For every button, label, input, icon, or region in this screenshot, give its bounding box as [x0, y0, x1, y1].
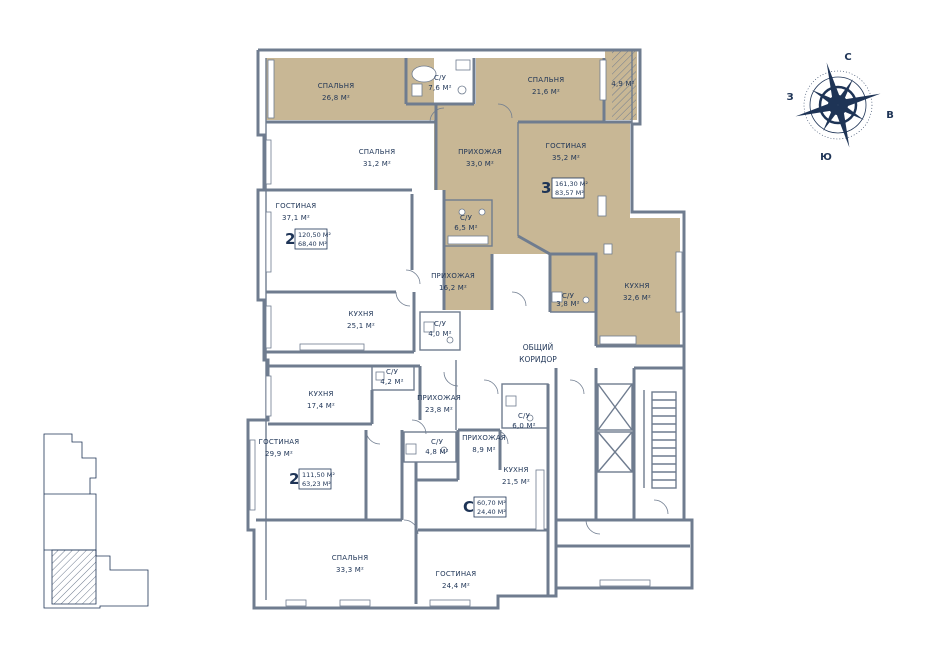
room-name: С/У [434, 320, 447, 328]
room-name: С/У [386, 368, 399, 376]
unit-rooms: 3 [541, 179, 551, 197]
key-plan [43, 433, 149, 609]
unit-living-area: 83,57 М² [555, 189, 584, 197]
room-area: 29,9 М² [265, 450, 293, 458]
room-area: 4,2 М² [380, 378, 403, 386]
room-name: ПРИХОЖАЯ [417, 394, 461, 402]
unit-badge-2b[interactable]: 2 111,50 М² 63,23 М² [289, 468, 335, 490]
room-area: 26,8 М² [322, 94, 350, 102]
room-area: 33,3 М² [336, 566, 364, 574]
unit-rooms: 2 [285, 230, 295, 248]
doors [365, 103, 669, 535]
compass-west: З [786, 92, 793, 103]
room-area: 17,4 М² [307, 402, 335, 410]
room-name: СПАЛЬНЯ [359, 148, 396, 156]
room-area: КОРИДОР [519, 355, 557, 364]
unit-living-area: 24,40 М² [477, 508, 506, 516]
windows [249, 59, 683, 607]
room-area: 6,5 М² [454, 224, 477, 232]
room-area: 7,6 М² [428, 84, 451, 92]
room-name: ГОСТИНАЯ [436, 570, 477, 578]
room-area: 32,6 М² [623, 294, 651, 302]
staircase [651, 391, 677, 489]
room-area: 25,1 М² [347, 322, 375, 330]
unit-badge-studio[interactable]: С 60,70 М² 24,40 М² [463, 496, 507, 518]
room-area: 31,2 М² [363, 160, 391, 168]
room-area: 23,8 М² [425, 406, 453, 414]
room-labels: СПАЛЬНЯ 26,8 М² С/У 7,6 М² СПАЛЬНЯ 21,6 … [259, 74, 651, 590]
room-name: ОБЩИЙ [523, 343, 553, 352]
room-area: 21,5 М² [502, 478, 530, 486]
unit-rooms: С [463, 498, 474, 516]
lift-shafts [597, 383, 633, 473]
fixtures [299, 59, 637, 531]
unit-living-area: 68,40 М² [298, 240, 327, 248]
room-area: 37,1 М² [282, 214, 310, 222]
compass-east: В [886, 110, 894, 121]
compass-north: С [844, 52, 851, 63]
unit-total-area: 60,70 М² [477, 499, 506, 507]
room-area: 3,8 М² [556, 300, 579, 308]
room-area: 24,4 М² [442, 582, 470, 590]
room-name: ГОСТИНАЯ [276, 202, 317, 210]
unit-living-area: 63,23 М² [302, 480, 331, 488]
room-name: С/У [431, 438, 444, 446]
unit-total-area: 120,50 М² [298, 231, 331, 239]
compass-rose-icon [795, 62, 881, 148]
room-name: С/У [518, 412, 531, 420]
room-name: КУХНЯ [308, 390, 333, 398]
room-name: КУХНЯ [348, 310, 373, 318]
room-name: СПАЛЬНЯ [318, 82, 355, 90]
unit-total-area: 111,50 М² [302, 471, 335, 479]
room-name: ПРИХОЖАЯ [431, 272, 475, 280]
interior-walls [256, 58, 690, 604]
unit-rooms: 2 [289, 470, 299, 488]
unit-badge-3[interactable]: 3 161,30 М² 83,57 М² [541, 177, 588, 199]
room-area: 8,9 М² [472, 446, 495, 454]
room-area: 4,0 М² [428, 330, 451, 338]
room-name: КУХНЯ [624, 282, 649, 290]
room-name: ПРИХОЖАЯ [462, 434, 506, 442]
room-name: СПАЛЬНЯ [528, 76, 565, 84]
room-area: 4,9 М² [611, 80, 634, 88]
room-name: КУХНЯ [503, 466, 528, 474]
room-area: 33,0 М² [466, 160, 494, 168]
room-area: 4,8 М² [425, 448, 448, 456]
room-name: ПРИХОЖАЯ [458, 148, 502, 156]
room-area: 16,2 М² [439, 284, 467, 292]
room-name: С/У [562, 292, 575, 300]
room-name: СПАЛЬНЯ [332, 554, 369, 562]
room-area: 6,0 М² [512, 422, 535, 430]
room-name: ГОСТИНАЯ [546, 142, 587, 150]
room-name: С/У [434, 74, 447, 82]
room-area: 35,2 М² [552, 154, 580, 162]
compass-south: Ю [820, 152, 832, 163]
room-name: С/У [460, 214, 473, 222]
unit-badge-2a[interactable]: 2 120,50 М² 68,40 М² [285, 228, 331, 250]
room-name: ГОСТИНАЯ [259, 438, 300, 446]
unit-total-area: 161,30 М² [555, 180, 588, 188]
room-area: 21,6 М² [532, 88, 560, 96]
